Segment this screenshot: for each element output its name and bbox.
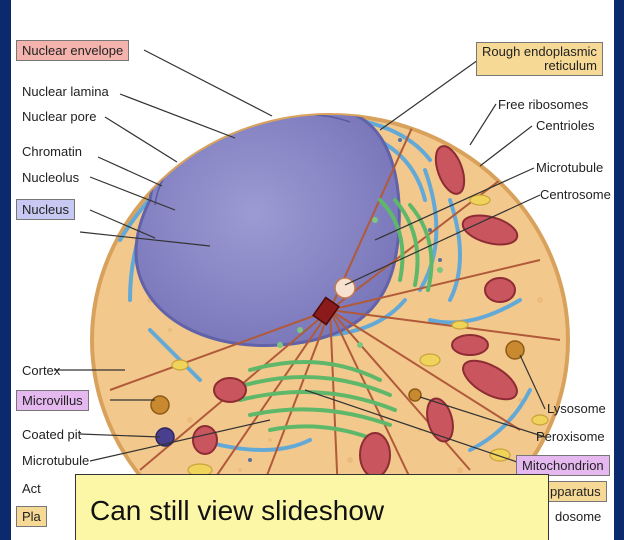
label-nuclear-lamina: Nuclear lamina [22, 84, 109, 99]
label-plasma-partial: Pla [16, 506, 47, 527]
slideshow-notification[interactable]: Can still view slideshow [75, 474, 549, 540]
label-centrioles: Centrioles [536, 118, 595, 133]
label-free-ribosomes: Free ribosomes [498, 97, 588, 112]
label-rough-er-line2: reticulum [482, 59, 597, 73]
label-lysosome: Lysosome [547, 401, 606, 416]
label-centrosome: Centrosome [540, 187, 611, 202]
label-actin-partial: Act [22, 481, 41, 496]
lysosome [506, 341, 524, 359]
notification-text: Can still view slideshow [90, 495, 384, 527]
label-rough-er-line1: Rough endoplasmic [482, 45, 597, 59]
label-cortex: Cortex [22, 363, 60, 378]
label-rough-er: Rough endoplasmic reticulum [476, 42, 603, 76]
label-microvillus: Microvillus [16, 390, 89, 411]
label-nuclear-pore: Nuclear pore [22, 109, 96, 124]
label-peroxisome: Peroxisome [536, 429, 605, 444]
label-golgi-partial: pparatus [546, 481, 607, 502]
nucleus [136, 106, 399, 346]
label-nuclear-envelope: Nuclear envelope [16, 40, 129, 61]
label-coated-pit: Coated pit [22, 427, 81, 442]
label-nucleolus: Nucleolus [22, 170, 79, 185]
label-endosome-partial: dosome [555, 509, 601, 524]
peroxisome [409, 389, 421, 401]
label-chromatin: Chromatin [22, 144, 82, 159]
label-mitochondrion: Mitochondrion [516, 455, 610, 476]
label-nucleus: Nucleus [16, 199, 75, 220]
label-microtubule-left: Microtubule [22, 453, 89, 468]
label-microtubule-right: Microtubule [536, 160, 603, 175]
